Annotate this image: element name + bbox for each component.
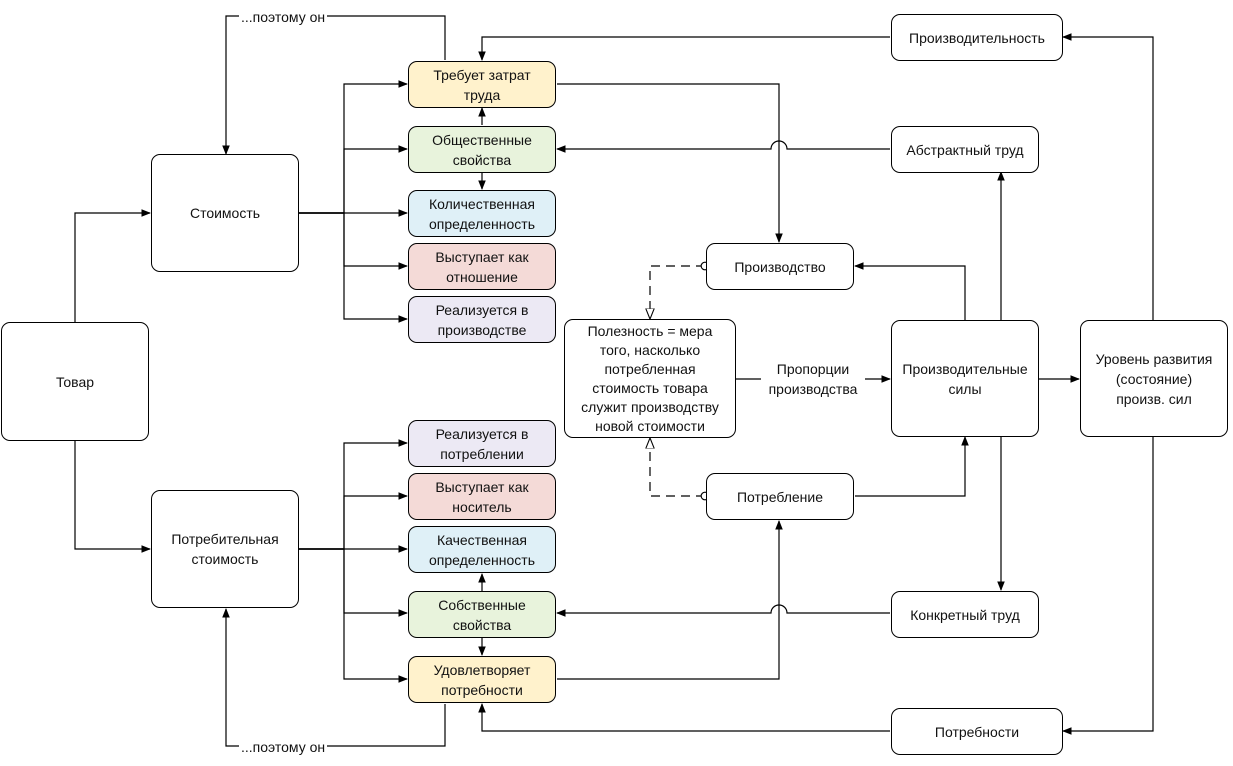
node-stoimost[interactable]: Стоимость <box>151 154 299 272</box>
node-vystupaet-kak-otnoshenie[interactable]: Выступает как отношение <box>408 243 556 290</box>
node-poleznost[interactable]: Полезность = мера того, насколько потреб… <box>564 319 736 438</box>
node-proizvodstvo[interactable]: Производство <box>706 243 854 290</box>
node-vystupaet-kak-nositel[interactable]: Выступает как носитель <box>408 473 556 520</box>
node-sobstvennye-svoistva[interactable]: Собственные свойства <box>408 591 556 638</box>
node-kolichestvennaya-opredelennost[interactable]: Количественная определенность <box>408 190 556 237</box>
node-udovletvoryaet-potrebnosti[interactable]: Удовлетворяет потребности <box>408 656 556 703</box>
node-trebuet-zatrat-truda[interactable]: Требует затрат труда <box>408 61 556 108</box>
node-realizuetsya-v-proizvodstve[interactable]: Реализуется в производстве <box>408 296 556 343</box>
node-obshchestvennye-svoistva[interactable]: Общественные свойства <box>408 126 556 173</box>
edge-tovar-potreb <box>74 441 151 553</box>
edge-tovar-stoimost <box>74 209 151 322</box>
node-kachestvennaya-opredelennost[interactable]: Качественная определенность <box>408 526 556 573</box>
label-poetomu-top: ...поэтому он <box>239 7 328 27</box>
node-proizvoditelnye-sily[interactable]: Производительные силы <box>891 320 1039 437</box>
label-proporcii-proizvodstva: Пропорции производства <box>761 359 865 399</box>
node-konkretnyi-trud[interactable]: Конкретный труд <box>891 591 1039 638</box>
node-potreblenie[interactable]: Потребление <box>706 473 854 520</box>
node-tovar[interactable]: Товар <box>1 322 149 441</box>
node-potrebnosti[interactable]: Потребности <box>891 708 1063 755</box>
label-poetomu-bottom: ...поэтому он <box>239 737 328 757</box>
node-potrebitelnaya-stoimost[interactable]: Потребительная стоимость <box>151 490 299 608</box>
node-realizuetsya-v-potreblenii[interactable]: Реализуется в потреблении <box>408 420 556 467</box>
node-uroven-razvitiya[interactable]: Уровень развития (состояние) произв. сил <box>1080 320 1228 437</box>
node-proizvoditelnost[interactable]: Производительность <box>891 14 1063 61</box>
node-abstraktnyi-trud[interactable]: Абстрактный труд <box>891 126 1039 173</box>
